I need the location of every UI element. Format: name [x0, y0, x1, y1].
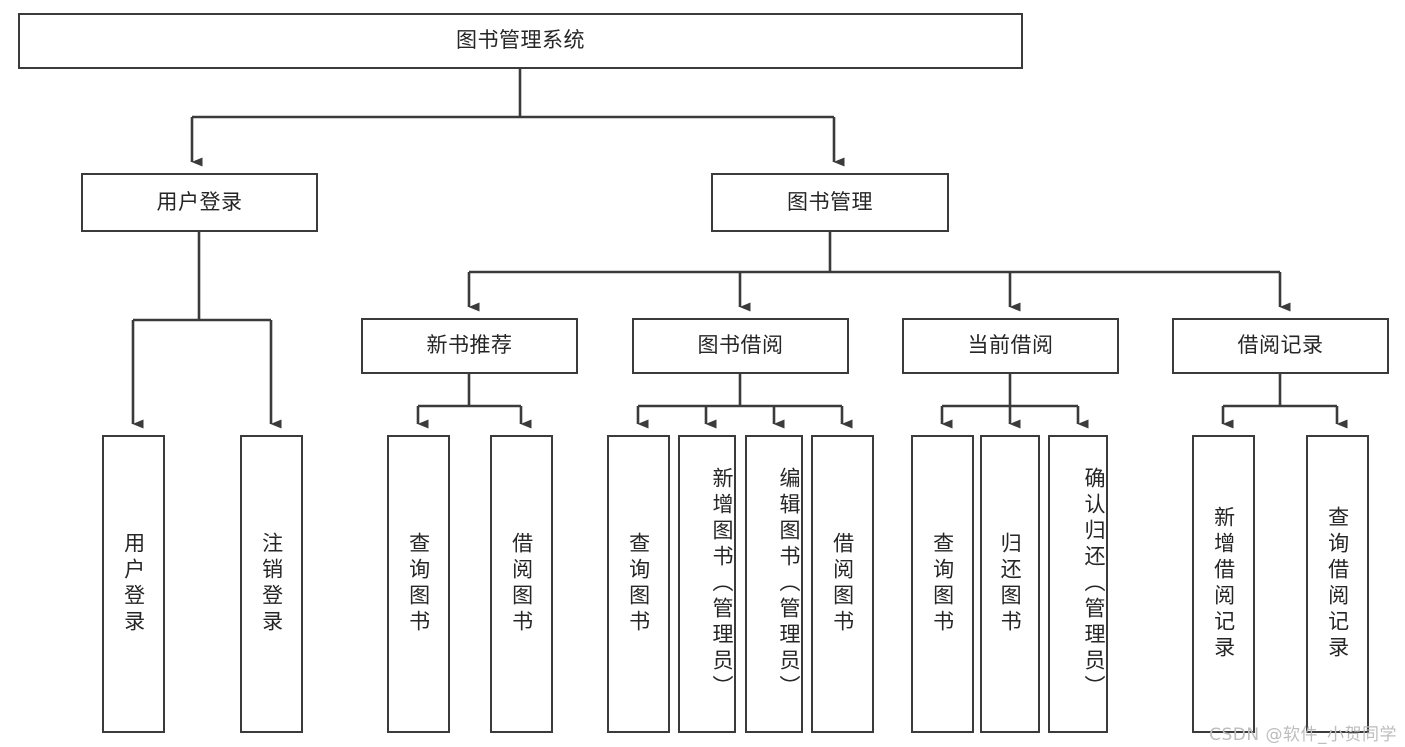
leaf-user-login-login[interactable]: 用户登录 — [102, 435, 165, 733]
node-new-book-recommend[interactable]: 新书推荐 — [361, 318, 578, 374]
node-label: 借阅图书 — [509, 532, 534, 636]
leaf-book-borrow-edit-book-admin[interactable]: 编辑图书（管理员） — [745, 435, 803, 733]
leaf-new-book-borrow-book[interactable]: 借阅图书 — [490, 435, 553, 733]
leaf-user-login-logout[interactable]: 注销登录 — [240, 435, 303, 733]
node-label: 图书管理系统 — [456, 28, 585, 53]
node-label: 图书借阅 — [697, 333, 784, 358]
node-label: 图书管理 — [787, 189, 873, 214]
node-label: 查询图书 — [406, 532, 431, 636]
leaf-borrow-record-add-record[interactable]: 新增借阅记录 — [1192, 435, 1255, 733]
leaf-book-borrow-query-book[interactable]: 查询图书 — [607, 435, 670, 733]
node-borrow-record[interactable]: 借阅记录 — [1172, 318, 1389, 374]
leaf-current-borrow-confirm-return-admin[interactable]: 确认归还（管理员） — [1048, 435, 1108, 733]
node-label: 查询图书 — [626, 532, 651, 636]
leaf-borrow-record-query-record[interactable]: 查询借阅记录 — [1306, 435, 1369, 733]
leaf-current-borrow-return-book[interactable]: 归还图书 — [980, 435, 1040, 733]
leaf-current-borrow-query-book[interactable]: 查询图书 — [911, 435, 974, 733]
node-label: 借阅记录 — [1237, 333, 1324, 358]
node-label: 借阅图书 — [830, 532, 855, 636]
node-label: 当前借阅 — [967, 333, 1054, 358]
node-label: 新增借阅记录 — [1211, 506, 1236, 662]
leaf-book-borrow-add-book-admin[interactable]: 新增图书（管理员） — [678, 435, 736, 733]
node-label: 新增图书（管理员） — [710, 467, 734, 701]
node-current-borrow[interactable]: 当前借阅 — [902, 318, 1119, 374]
node-label: 用户登录 — [156, 189, 243, 214]
node-root-book-management-system[interactable]: 图书管理系统 — [18, 13, 1023, 69]
node-book-management[interactable]: 图书管理 — [711, 173, 949, 232]
node-user-login[interactable]: 用户登录 — [81, 173, 318, 232]
node-label: 查询图书 — [930, 532, 955, 636]
node-label: 查询借阅记录 — [1325, 506, 1350, 662]
leaf-book-borrow-borrow-book[interactable]: 借阅图书 — [811, 435, 874, 733]
node-label: 新书推荐 — [426, 333, 513, 358]
node-label: 确认归还（管理员） — [1082, 467, 1106, 701]
node-label: 归还图书 — [998, 532, 1023, 636]
node-label: 注销登录 — [259, 532, 284, 636]
node-book-borrow[interactable]: 图书借阅 — [632, 318, 849, 374]
leaf-new-book-query-book[interactable]: 查询图书 — [387, 435, 450, 733]
node-label: 用户登录 — [121, 532, 146, 636]
node-label: 编辑图书（管理员） — [777, 467, 801, 701]
